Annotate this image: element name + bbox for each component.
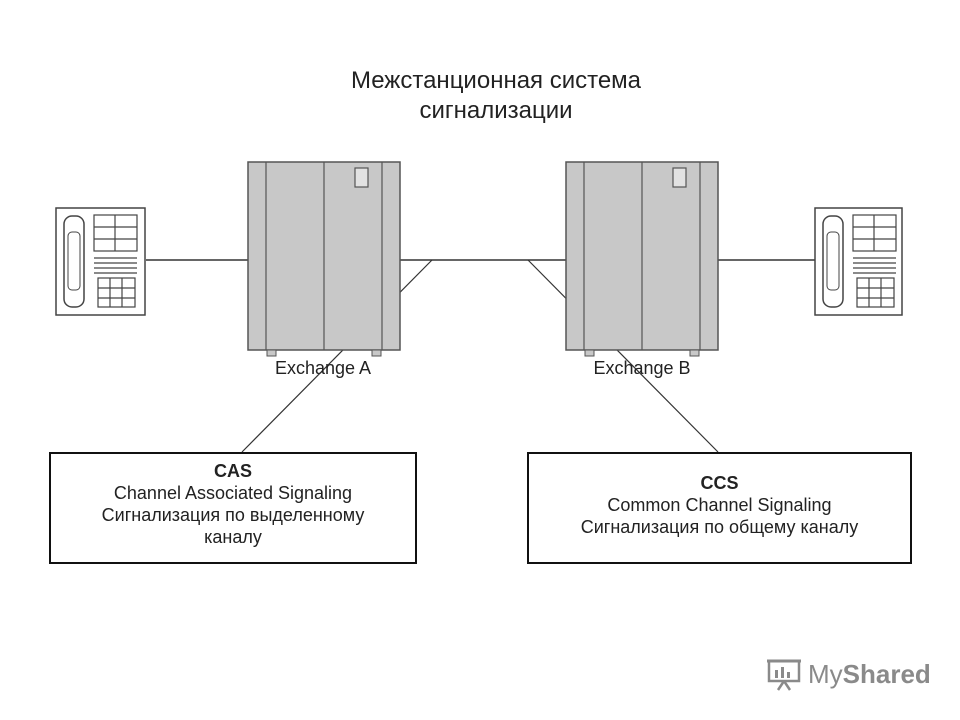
- cas-abbr: CAS: [213, 461, 252, 481]
- title-line-1: Межстанционная система: [350, 67, 642, 94]
- telephone-icon: [55, 207, 146, 316]
- cas-line-1: Channel Associated Signaling: [113, 483, 353, 503]
- ccs-line-1: Common Channel Signaling: [607, 495, 832, 515]
- cas-line-3: каналу: [204, 527, 262, 547]
- presentation-board-icon: [767, 659, 801, 691]
- myshared-watermark: MyShared: [766, 656, 931, 692]
- exchange-b-label: Exchange B: [593, 358, 691, 378]
- ccs-line-2: Сигнализация по общему каналу: [580, 517, 859, 537]
- ccs-box: CCS Common Channel Signaling Сигнализаци…: [527, 452, 912, 564]
- telephone-icon: [814, 207, 903, 316]
- ccs-pointer-line: [527, 259, 719, 453]
- exchange-cabinet-icon: [565, 161, 719, 357]
- cas-line-2: Сигнализация по выделенному: [101, 505, 365, 525]
- cas-box: CAS Channel Associated Signaling Сигнали…: [49, 452, 417, 564]
- exchange-a-label: Exchange A: [274, 358, 372, 378]
- ccs-abbr: CCS: [700, 473, 739, 493]
- watermark-shared: Shared: [842, 658, 931, 689]
- title-line-2: сигнализации: [419, 97, 573, 124]
- diagram-title: Межстанционная система сигнализации: [0, 66, 960, 126]
- exchange-cabinet-icon: [247, 161, 401, 357]
- watermark-my: My: [808, 658, 843, 689]
